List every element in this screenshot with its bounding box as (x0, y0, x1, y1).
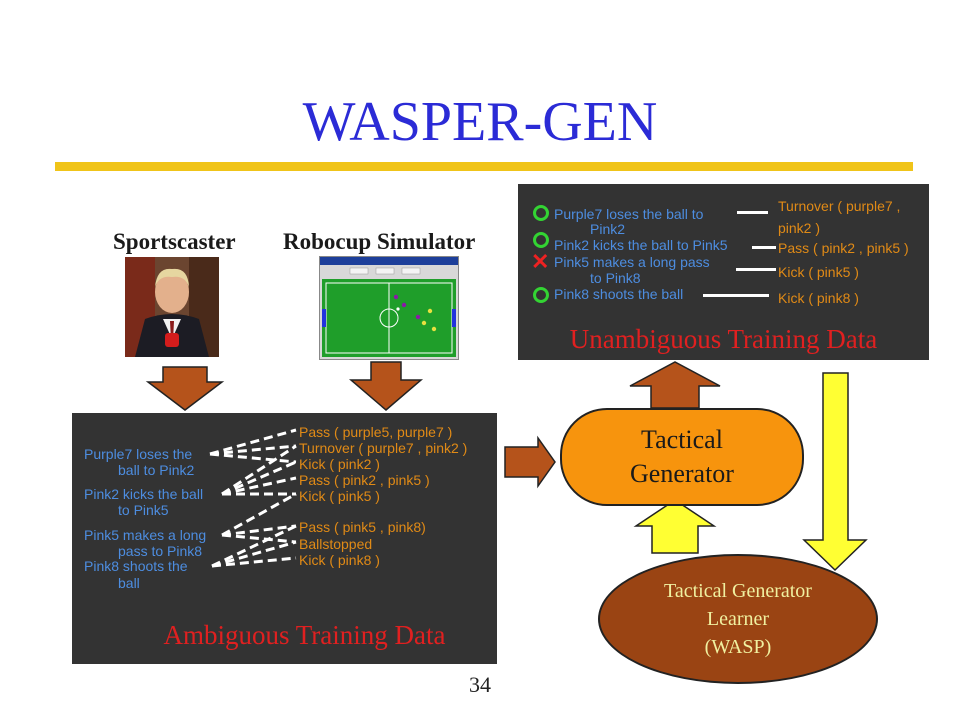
page-number: 34 (469, 672, 491, 697)
unambiguous-comment: Pink2 kicks the ball to Pink5 (554, 237, 728, 253)
candidate-link (211, 524, 297, 568)
ambiguous-mr: Kick ( pink2 ) (299, 456, 380, 472)
ambiguous-mr: Pass ( purple5, purple7 ) (299, 424, 453, 440)
up-arrow-yellow (633, 499, 717, 554)
ambiguous-mr: Pass ( pink2 , pink5 ) (299, 472, 430, 488)
learner-label-line1: Tactical Generator (664, 580, 812, 602)
unambiguous-comment: Pink5 makes a long pass (554, 254, 710, 270)
unambiguous-mr: Kick ( pink5 ) (778, 264, 859, 280)
match-green-circle-icon (533, 287, 549, 303)
alignment-line (752, 246, 776, 249)
ambiguous-comment-cont: ball (118, 575, 140, 591)
candidate-link (221, 476, 297, 496)
down-arrow-yellow (802, 372, 868, 572)
ambiguous-comment: Pink5 makes a long (84, 527, 207, 543)
ambiguous-comment-cont: ball to Pink2 (118, 462, 195, 478)
ambiguous-comment-cont: to Pink5 (118, 502, 169, 518)
sportscaster-caption: Sportscaster (113, 229, 236, 254)
candidate-link (221, 444, 297, 496)
up-arrow (629, 361, 721, 409)
match-green-circle-icon (533, 232, 549, 248)
alignment-line (736, 268, 776, 271)
down-arrow (145, 366, 225, 411)
learner-label-line2: Learner (706, 608, 770, 630)
alignment-line (703, 294, 769, 297)
ambiguous-comment: Pink8 shoots the (84, 558, 188, 574)
title-underline (55, 162, 913, 171)
unambiguous-mr-cont: pink2 ) (778, 220, 821, 236)
unambiguous-comment: Purple7 loses the ball to (554, 206, 704, 222)
right-arrow (504, 435, 556, 489)
sportscaster-photo-icon (125, 257, 219, 357)
unambiguous-panel-title: Unambiguous Training Data (569, 324, 878, 354)
soccer-field-screenshot-icon (319, 256, 459, 360)
generator-label-line2: Generator (630, 459, 734, 488)
match-green-circle-icon (533, 205, 549, 221)
mismatch-red-x-icon: ✕ (531, 249, 550, 274)
candidate-link (221, 524, 297, 537)
candidate-link (221, 460, 297, 496)
ambiguous-mr: Pass ( pink5 , pink8) (299, 519, 426, 535)
alignment-line (737, 211, 768, 214)
unambiguous-comment-cont: to Pink8 (590, 270, 641, 286)
ambiguous-mr: Kick ( pink8 ) (299, 552, 380, 568)
unambiguous-mr: Pass ( pink2 , pink5 ) (778, 240, 909, 256)
unambiguous-mr: Turnover ( purple7 , (778, 198, 901, 214)
unambiguous-comment: Pink8 shoots the ball (554, 286, 684, 302)
candidate-link (211, 556, 297, 568)
unambiguous-comment-cont: Pink2 (590, 221, 626, 237)
unambiguous-data-panel (518, 184, 929, 360)
ambiguous-mr: Ballstopped (299, 536, 373, 552)
generator-label-line1: Tactical (641, 425, 723, 454)
candidate-link (221, 533, 297, 544)
ambiguous-comment: Pink2 kicks the ball (84, 486, 204, 502)
slide-title: WASPER-GEN (302, 91, 658, 153)
learner-label-line3: (WASP) (704, 636, 772, 658)
simulator-caption: Robocup Simulator (283, 229, 476, 254)
ambiguous-panel-title: Ambiguous Training Data (163, 620, 446, 650)
unambiguous-mr: Kick ( pink8 ) (778, 290, 859, 306)
candidate-link (211, 540, 297, 568)
ambiguous-comment-cont: pass to Pink8 (118, 543, 203, 559)
candidate-link (209, 452, 297, 464)
candidate-link (221, 492, 297, 537)
down-arrow (348, 361, 424, 411)
ambiguous-mr: Kick ( pink5 ) (299, 488, 380, 504)
ambiguous-comment: Purple7 loses the (84, 446, 193, 462)
candidate-link (209, 444, 297, 456)
ambiguous-mr: Turnover ( purple7 , pink2 ) (299, 440, 468, 456)
candidate-link (209, 428, 297, 456)
